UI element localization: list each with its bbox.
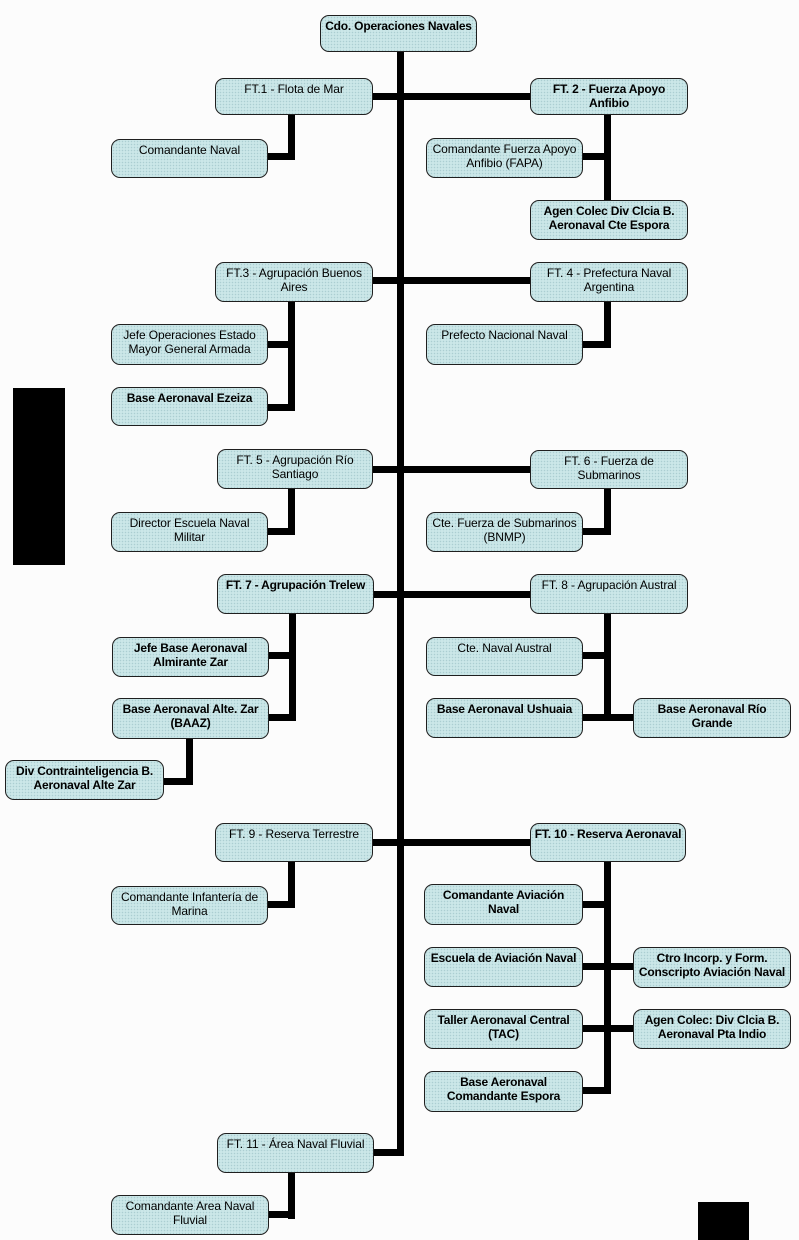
- redaction-block-left: [13, 388, 65, 565]
- stub-base-ezeiza: [267, 404, 295, 411]
- stub-comandante-aviacion: [582, 901, 611, 908]
- org-node-ft5: FT. 5 - Agrupación Río Santiago: [217, 449, 373, 489]
- connector-row-ft7-ft8: [373, 591, 530, 598]
- stub-div-contrainteligencia: [163, 778, 193, 785]
- subtrunk-ft7: [289, 613, 296, 721]
- org-node-director-escuela-naval: Director Escuela Naval Militar: [111, 512, 268, 552]
- org-node-base-aeronaval-rio-grande: Base Aeronaval Río Grande: [633, 698, 791, 738]
- connector-escuela-ctro: [582, 963, 633, 970]
- stub-fapa: [582, 153, 611, 160]
- stub-baaz: [268, 714, 296, 721]
- redaction-block-bottom-right: [698, 1202, 749, 1240]
- org-node-cdo-operaciones-navales: Cdo. Operaciones Navales: [320, 15, 477, 52]
- stub-infanteria-marina: [267, 901, 295, 908]
- connector-row-ft3-ft4: [372, 277, 530, 284]
- subtrunk-baaz: [186, 738, 193, 785]
- org-node-prefecto-nacional-naval: Prefecto Nacional Naval: [426, 324, 583, 365]
- stub-jefe-operaciones: [267, 341, 295, 348]
- org-node-ft10: FT. 10 - Reserva Aeronaval: [530, 823, 686, 862]
- stub-cte-submarinos: [582, 528, 611, 535]
- org-node-comandante-fapa: Comandante Fuerza Apoyo Anfibio (FAPA): [426, 138, 583, 178]
- subtrunk-ft1: [288, 114, 295, 160]
- stub-base-espora: [582, 1087, 611, 1094]
- org-node-div-contrainteligencia: Div Contrainteligencia B. Aeronaval Alte…: [5, 760, 164, 800]
- org-node-comandante-area-fluvial: Comandante Area Naval Fluvial: [111, 1195, 269, 1235]
- org-node-ft8: FT. 8 - Agrupación Austral: [530, 574, 688, 614]
- org-node-ft6: FT. 6 - Fuerza de Submarinos: [530, 450, 688, 489]
- subtrunk-ft6: [604, 488, 611, 535]
- subtrunk-ft10: [604, 861, 611, 1094]
- org-node-base-aeronaval-ushuaia: Base Aeronaval Ushuaia: [426, 698, 583, 738]
- stub-cte-naval-austral: [582, 652, 611, 659]
- org-node-agen-colec-pta-indio: Agen Colec: Div Clcia B. Aeronaval Pta I…: [633, 1009, 791, 1049]
- connector-row-ft5-ft6: [372, 466, 530, 473]
- org-node-ft2: FT. 2 - Fuerza Apoyo Anfibio: [530, 78, 688, 115]
- main-trunk-line: [397, 52, 404, 1156]
- org-node-ft7: FT. 7 - Agrupación Trelew: [217, 574, 374, 614]
- stub-director-escuela: [267, 528, 295, 535]
- org-node-cte-fuerza-submarinos: Cte. Fuerza de Submarinos (BNMP): [426, 512, 583, 552]
- connector-row-ft9-ft10: [372, 839, 530, 846]
- org-node-ft1: FT.1 - Flota de Mar: [215, 78, 373, 115]
- org-node-comandante-infanteria-marina: Comandante Infantería de Marina: [111, 886, 268, 925]
- org-node-comandante-naval: Comandante Naval: [111, 139, 268, 178]
- org-node-jefe-operaciones-estado-mayor: Jefe Operaciones Estado Mayor General Ar…: [111, 324, 268, 365]
- subtrunk-ft11: [288, 1172, 295, 1219]
- org-node-ft3: FT.3 - Agrupación Buenos Aires: [215, 262, 373, 302]
- org-node-jefe-base-almirante-zar: Jefe Base Aeronaval Almirante Zar: [112, 637, 269, 677]
- org-node-ft11: FT. 11 - Área Naval Fluvial: [217, 1133, 374, 1173]
- subtrunk-ft8: [604, 613, 611, 721]
- org-node-base-comandante-espora: Base Aeronaval Comandante Espora: [424, 1071, 583, 1112]
- stub-comandante-naval: [267, 153, 295, 160]
- stub-comandante-fluvial: [267, 1211, 295, 1218]
- org-node-comandante-aviacion-naval: Comandante Aviación Naval: [424, 884, 583, 925]
- org-node-ft9: FT. 9 - Reserva Terrestre: [215, 823, 373, 862]
- subtrunk-ft9: [288, 861, 295, 908]
- connector-row-ft1-ft2: [372, 93, 530, 100]
- subtrunk-ft5: [288, 488, 295, 535]
- org-node-taller-aeronaval-central: Taller Aeronaval Central (TAC): [424, 1009, 583, 1049]
- stub-prefecto: [582, 341, 611, 348]
- connector-ushuaia-riogrande: [582, 714, 633, 721]
- org-node-base-aeronaval-alte-zar: Base Aeronaval Alte. Zar (BAAZ): [112, 698, 269, 739]
- connector-elbow-ft11: [373, 1149, 404, 1156]
- org-node-ft4: FT. 4 - Prefectura Naval Argentina: [530, 262, 688, 302]
- org-node-agen-colec-cte-espora: Agen Colec Div Clcia B. Aeronaval Cte Es…: [530, 200, 688, 240]
- org-node-base-aeronaval-ezeiza: Base Aeronaval Ezeiza: [111, 387, 268, 426]
- subtrunk-ft4: [604, 301, 611, 348]
- org-node-cte-naval-austral: Cte. Naval Austral: [426, 637, 583, 676]
- stub-jefe-base-zar: [268, 652, 296, 659]
- subtrunk-ft3: [288, 301, 295, 411]
- org-node-ctro-incorp-conscripto: Ctro Incorp. y Form. Conscripto Aviación…: [633, 947, 791, 988]
- org-node-escuela-aviacion-naval: Escuela de Aviación Naval: [424, 947, 583, 987]
- connector-taller-agencolec: [582, 1025, 633, 1032]
